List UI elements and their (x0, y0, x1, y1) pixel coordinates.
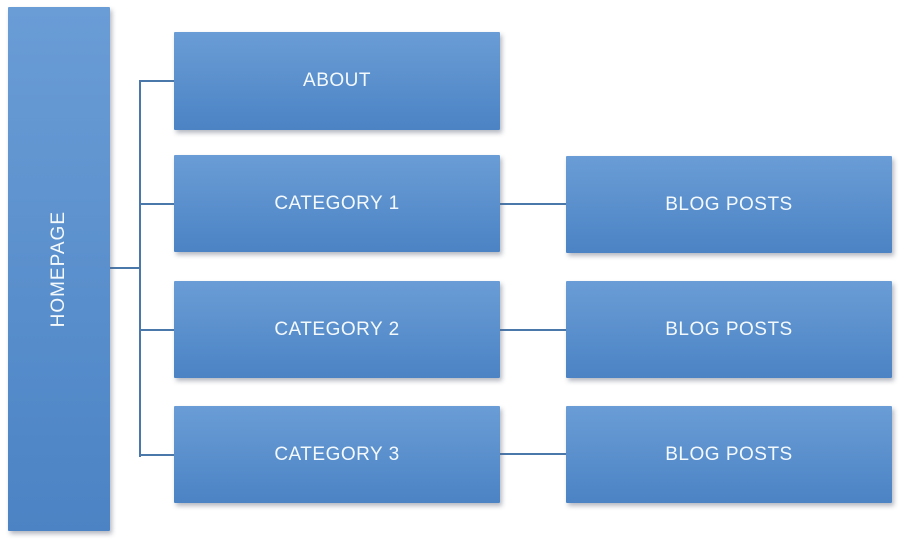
connector-category-2-to-blog-posts (500, 329, 567, 331)
connector-trunk-to-category-2 (139, 329, 175, 331)
node-about: ABOUT (174, 32, 500, 130)
node-about-label: ABOUT (303, 70, 371, 91)
node-blog-posts-1-label: BLOG POSTS (665, 193, 793, 215)
node-category-1-label: CATEGORY 1 (274, 192, 400, 214)
node-category-2-label: CATEGORY 2 (274, 318, 400, 340)
node-homepage-label: HOMEPAGE (48, 210, 69, 328)
connector-category-3-to-blog-posts (500, 453, 567, 455)
connector-homepage-to-trunk (110, 267, 140, 269)
node-category-1: CATEGORY 1 (174, 155, 500, 252)
connector-trunk-to-about (139, 80, 175, 82)
connector-category-1-to-blog-posts (500, 203, 567, 205)
node-category-2: CATEGORY 2 (174, 281, 500, 378)
node-blog-posts-2-label: BLOG POSTS (665, 318, 793, 340)
connector-trunk-vertical (139, 80, 141, 457)
node-blog-posts-3-label: BLOG POSTS (665, 443, 793, 465)
node-blog-posts-3: BLOG POSTS (566, 406, 892, 503)
node-blog-posts-1: BLOG POSTS (566, 156, 892, 253)
node-category-3-label: CATEGORY 3 (274, 443, 400, 465)
node-blog-posts-2: BLOG POSTS (566, 281, 892, 378)
node-homepage: HOMEPAGE (8, 7, 110, 531)
connector-trunk-to-category-3 (139, 454, 175, 456)
connector-trunk-to-category-1 (139, 203, 175, 205)
node-category-3: CATEGORY 3 (174, 406, 500, 503)
